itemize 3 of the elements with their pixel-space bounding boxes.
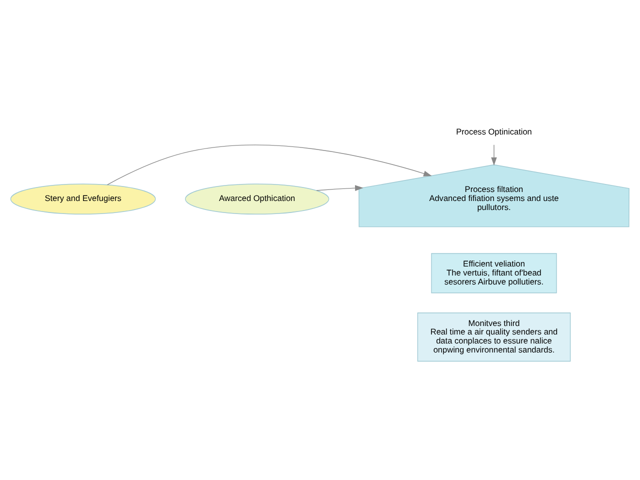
arrow [316, 184, 364, 190]
arrow [491, 144, 497, 166]
arrow [106, 144, 432, 185]
